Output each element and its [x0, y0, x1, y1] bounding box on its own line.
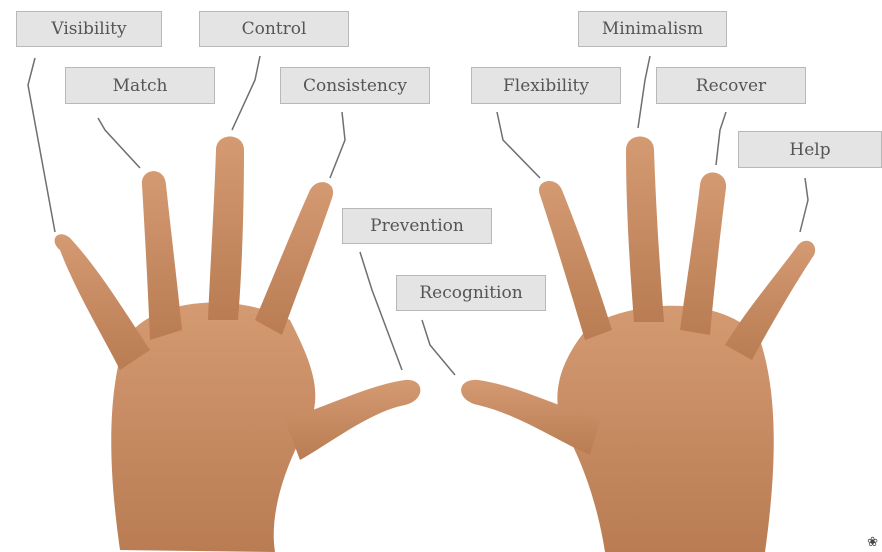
left-pinky-finger	[54, 234, 150, 370]
left-index-finger	[255, 182, 334, 335]
left-hand	[54, 136, 421, 552]
connector-help	[799, 177, 809, 233]
label-flexibility: Flexibility	[471, 67, 621, 104]
label-control: Control	[199, 11, 349, 47]
tree-icon: ❀	[867, 535, 878, 550]
connector-recognition	[421, 319, 456, 376]
connector-lines	[27, 55, 809, 376]
label-consistency: Consistency	[280, 67, 430, 104]
label-recover: Recover	[656, 67, 806, 104]
right-hand	[461, 136, 816, 552]
right-thumb	[461, 379, 600, 455]
connector-control	[231, 55, 261, 131]
left-thumb	[285, 379, 421, 460]
label-visibility: Visibility	[16, 11, 162, 47]
right-middle-finger	[626, 136, 664, 322]
right-palm	[557, 305, 774, 552]
label-match: Match	[65, 67, 215, 104]
label-help: Help	[738, 131, 882, 168]
right-ring-finger	[680, 172, 727, 335]
left-ring-finger	[141, 171, 182, 340]
left-middle-finger	[208, 136, 244, 320]
label-prevention: Prevention	[342, 208, 492, 244]
connector-prevention	[359, 251, 403, 371]
label-recognition: Recognition	[396, 275, 546, 311]
label-minimalism: Minimalism	[578, 11, 727, 47]
connector-match	[97, 117, 141, 169]
connector-minimalism	[637, 55, 651, 129]
connector-recover	[715, 111, 727, 166]
connector-visibility	[27, 57, 56, 233]
right-index-finger	[538, 180, 612, 340]
connector-flexibility	[496, 111, 541, 179]
left-palm	[111, 302, 316, 552]
connector-consistency	[329, 111, 346, 179]
right-pinky-finger	[725, 240, 816, 360]
